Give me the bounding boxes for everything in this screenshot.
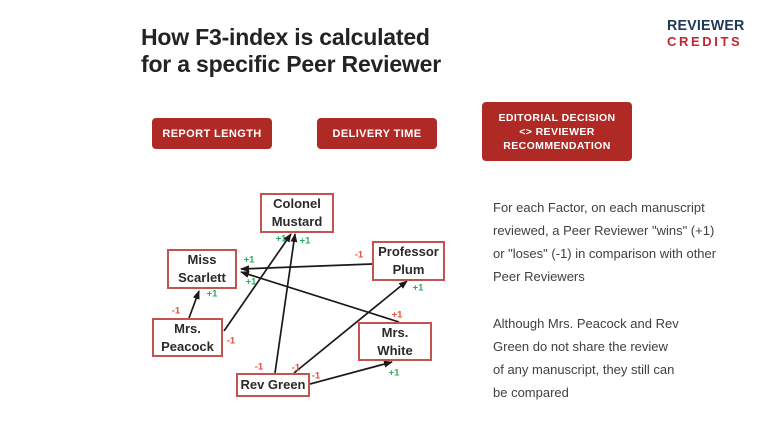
node-white: Mrs. White	[358, 322, 432, 361]
node-mustard: Colonel Mustard	[260, 193, 334, 233]
node-peacock: Mrs. Peacock	[152, 318, 223, 357]
factor-badge-editorial-decision: EDITORIAL DECISION <> REVIEWER RECOMMEND…	[482, 102, 632, 161]
edge-label-lose: -1	[227, 336, 236, 347]
factor-badge-delivery-time: DELIVERY TIME	[317, 118, 437, 149]
reviewer-credits-logo: REVIEWER CREDITS	[667, 18, 749, 48]
edge-label-win: +1	[276, 234, 288, 245]
edge-label-win: +1	[244, 255, 256, 266]
logo-reviewer-text: REVIEWER	[667, 17, 745, 34]
edge-label-lose: -1	[255, 362, 264, 373]
edge-label-win: +1	[300, 236, 312, 247]
edge-label-lose: -1	[292, 363, 301, 374]
node-green: Rev Green	[236, 373, 310, 397]
edge-label-lose: -1	[312, 371, 321, 382]
edge-label-win: +1	[413, 283, 425, 294]
edge-label-lose: +1	[392, 310, 404, 321]
notes-paragraph-2: Although Mrs. Peacock and Rev Green do n…	[493, 316, 679, 400]
node-scarlett: Miss Scarlett	[167, 249, 237, 289]
edge-label-win: +1	[389, 368, 401, 379]
notes-paragraph-1: For each Factor, on each manuscript revi…	[493, 200, 717, 284]
edge-label-win: +1	[246, 277, 258, 288]
edge-label-lose: -1	[355, 250, 364, 261]
edge-green-to-mustard	[274, 233, 298, 374]
edge-green-to-white	[309, 360, 393, 385]
edge-label-win: +1	[207, 289, 219, 300]
factor-badge-report-length: REPORT LENGTH	[152, 118, 272, 149]
edge-label-lose: -1	[172, 306, 181, 317]
logo-credits-text: CREDITS	[667, 33, 743, 49]
explanation-notes: For each Factor, on each manuscript revi…	[493, 196, 749, 404]
edge-peacock-to-scarlett	[188, 290, 200, 319]
page-title: How F3-index is calculated for a specifi…	[141, 24, 441, 77]
node-plum: Professor Plum	[372, 241, 445, 281]
edge-plum-to-scarlett	[240, 263, 373, 273]
